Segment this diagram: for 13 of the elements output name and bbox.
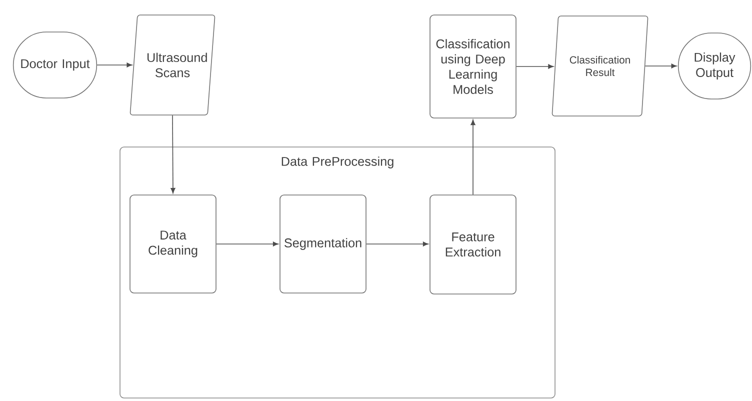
data-parallelogram: Ultrasound Scans [130, 14, 216, 116]
arrow [170, 115, 176, 194]
arrow [366, 242, 428, 246]
process-box: Classification using Deep Learning Models [430, 14, 516, 118]
arrow [96, 62, 132, 68]
process-box: Segmentation [280, 194, 366, 294]
process-box: Data Cleaning [130, 194, 216, 294]
data-parallelogram: Classification Result [552, 16, 648, 116]
arrow [644, 64, 677, 68]
arrow [470, 120, 476, 195]
process-box: Feature Extraction [430, 194, 516, 294]
arrow [516, 64, 554, 69]
arrow [216, 242, 278, 246]
